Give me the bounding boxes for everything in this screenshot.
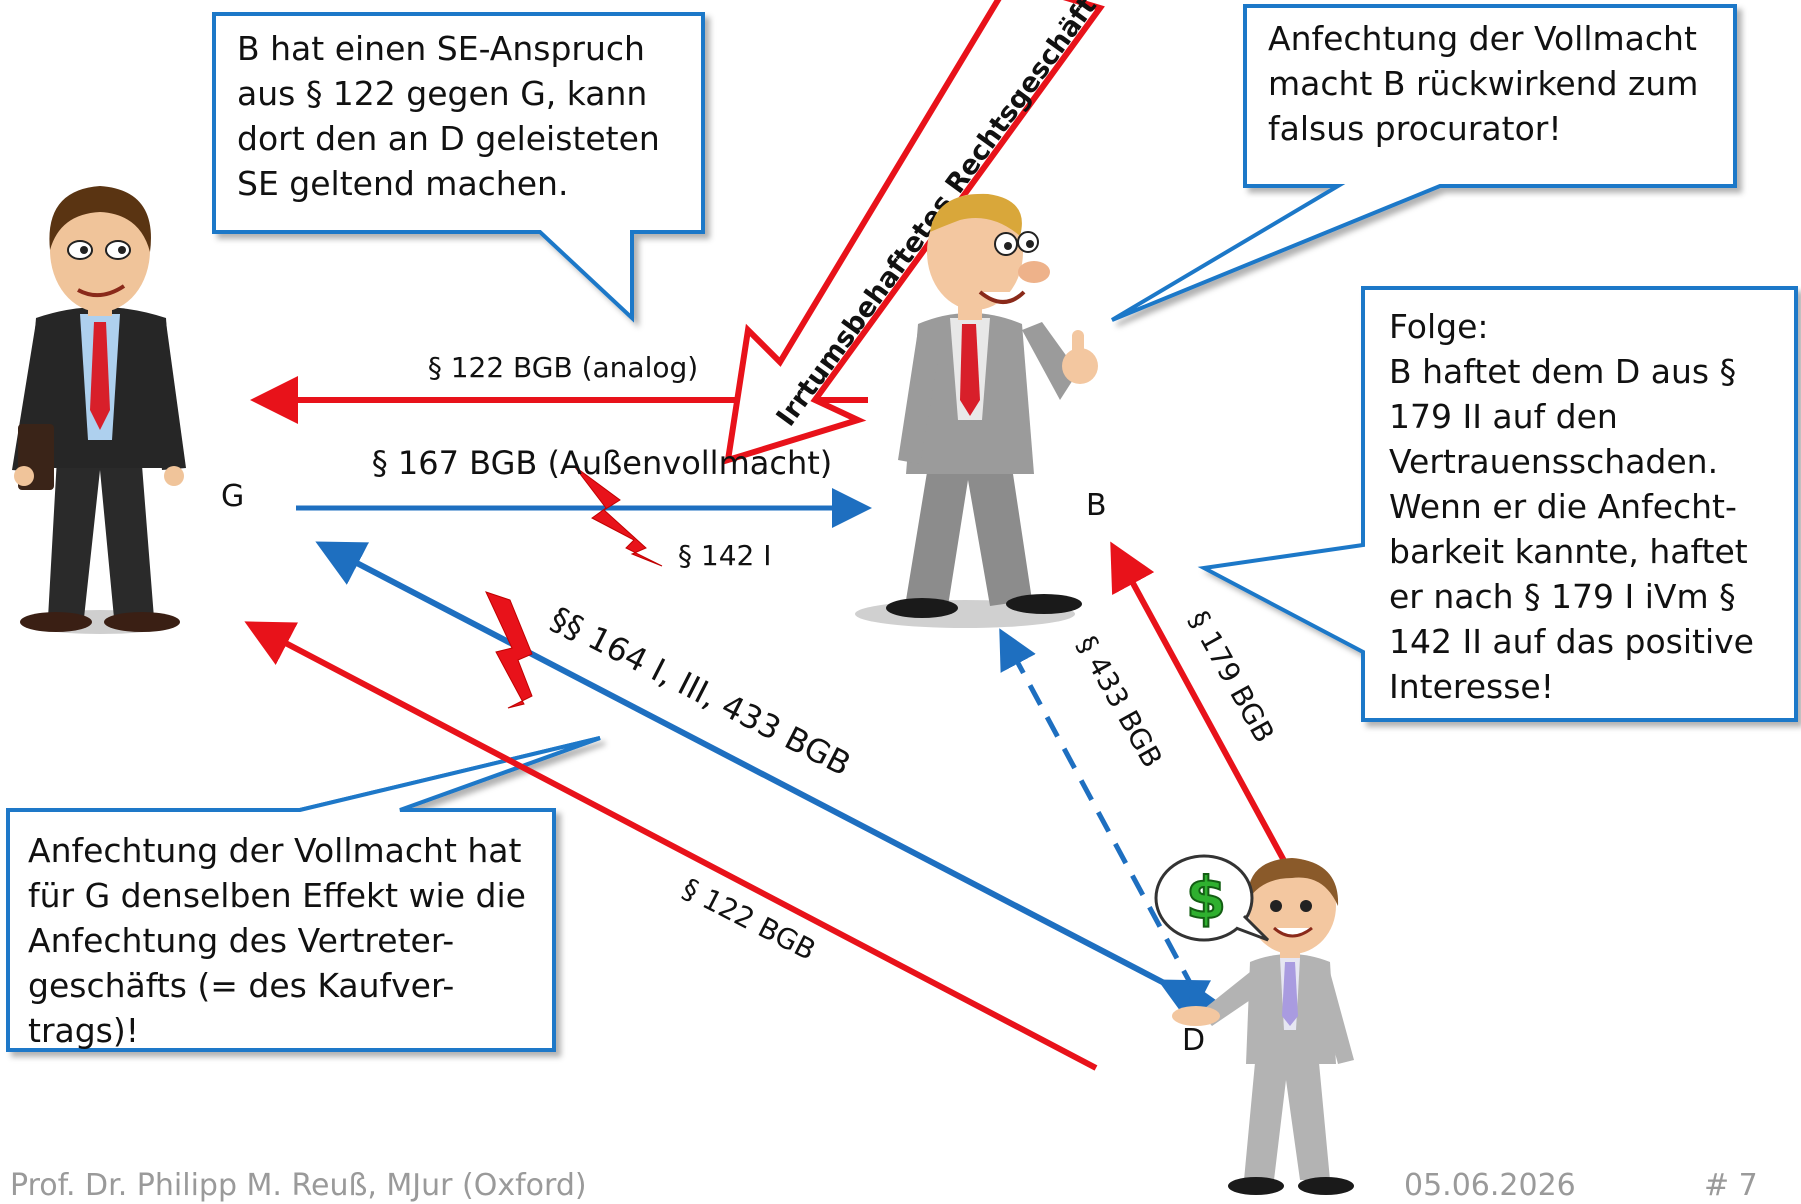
person-g-figure bbox=[12, 186, 186, 634]
arrow-179 bbox=[1110, 541, 1291, 870]
label-122-analog: § 122 BGB (analog) bbox=[428, 351, 698, 384]
label-142: § 142 I bbox=[678, 539, 772, 572]
callout-falsus-text: Anfechtung der Vollmacht macht B rückwir… bbox=[1268, 19, 1699, 148]
label-433: § 433 BGB bbox=[1070, 630, 1169, 773]
label-164-433: §§ 164 I, III, 433 BGB bbox=[544, 599, 856, 783]
person-label-g: G bbox=[221, 479, 244, 514]
callout-folge-text: Folge: B haftet dem D aus § 179 II auf d… bbox=[1389, 307, 1754, 706]
footer-author: Prof. Dr. Philipp M. Reuß, MJur (Oxford) bbox=[10, 1168, 587, 1203]
callout-falsus bbox=[1110, 4, 1737, 322]
person-d-figure bbox=[1172, 858, 1354, 1195]
footer-page-number: # 7 bbox=[1704, 1168, 1758, 1203]
arrow-433 bbox=[999, 628, 1226, 1026]
lightning-bolt-1 bbox=[573, 465, 663, 567]
person-label-b: B bbox=[1086, 488, 1107, 523]
callout-se-anspruch bbox=[212, 12, 705, 323]
label-179: § 179 BGB bbox=[1182, 605, 1281, 748]
person-label-d: D bbox=[1182, 1023, 1205, 1058]
callout-se-anspruch-text: B hat einen SE-Anspruch aus § 122 gegen … bbox=[237, 29, 660, 203]
lightning-bolt-2 bbox=[485, 591, 533, 709]
dollar-icon: $ bbox=[1186, 864, 1226, 932]
callout-folge bbox=[1197, 286, 1798, 722]
person-b-figure bbox=[855, 193, 1098, 628]
callout-effekt-text: Anfechtung der Vollmacht hat für G dense… bbox=[28, 831, 526, 1050]
arrow-irrtum bbox=[724, 0, 1105, 465]
footer-date: 05.06.2026 bbox=[1404, 1168, 1576, 1203]
label-167: § 167 BGB (Außenvollmacht) bbox=[372, 444, 833, 482]
arrow-122 bbox=[244, 621, 1098, 1071]
speech-bubble-money: $ bbox=[1154, 854, 1270, 942]
